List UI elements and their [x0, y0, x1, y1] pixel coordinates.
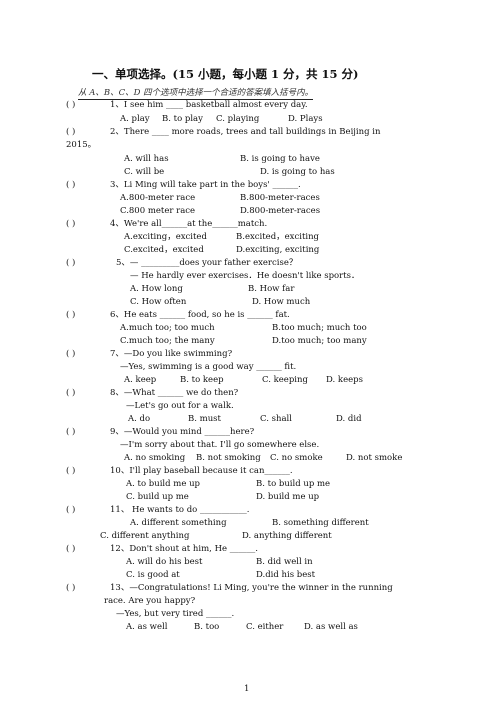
question-stem: 11、 He wants to do ___________. [110, 505, 250, 515]
answer-paren: ( ) [66, 505, 76, 515]
option-c: C. either [246, 622, 284, 632]
question-stem: 2、There ____ more roads, trees and tall … [110, 127, 381, 137]
option-b: B. did well in [256, 557, 313, 567]
answer-paren: ( ) [66, 100, 76, 110]
question-stem-cont: —Yes, swimming is a good way ______ fit. [120, 362, 297, 372]
option-d: D.did his best [256, 570, 316, 580]
option-c: C. shall [260, 414, 292, 424]
answer-paren: ( ) [66, 349, 76, 359]
answer-paren: ( ) [66, 583, 76, 593]
option-a: A. play [120, 114, 150, 124]
option-b: B. to play [162, 114, 203, 124]
option-a: A.much too; too much [120, 323, 215, 333]
question-stem-cont: —Yes, but very tired ______. [116, 609, 235, 619]
option-d: D. did [336, 414, 362, 424]
answer-paren: ( ) [66, 310, 76, 320]
question-stem: 9、—Would you mind ______here? [110, 427, 255, 437]
option-a: A. do [128, 414, 151, 424]
option-a: A. to build me up [126, 479, 200, 489]
option-b: B. too [194, 622, 220, 632]
option-b: B.800-meter-races [240, 193, 320, 203]
option-d: D.800-meter-races [240, 206, 321, 216]
option-a: A.800-meter race [120, 193, 196, 203]
option-d: D. not smoke [346, 453, 403, 463]
answer-paren: ( ) [66, 219, 76, 229]
question-stem: 6、He eats ______ food, so he is ______ f… [110, 310, 290, 320]
option-d: D.exciting, exciting [236, 245, 320, 255]
option-b: B. not smoking [196, 453, 261, 463]
option-c: C. no smoke [270, 453, 323, 463]
question-stem: 7、—Do you like swimming? [110, 349, 233, 359]
option-c: C.excited，excited [124, 245, 204, 255]
option-a: A. will do his best [126, 557, 203, 567]
option-d: D. build me up [256, 492, 320, 502]
answer-paren: ( ) [66, 180, 76, 190]
option-a: A. no smoking [124, 453, 186, 463]
option-a: A. How long [130, 284, 183, 294]
question-stem: 4、We're all______at the______match. [110, 219, 268, 229]
option-b: B. How far [248, 284, 295, 294]
option-a: A.exciting，excited [124, 232, 207, 242]
answer-paren: ( ) [66, 258, 76, 268]
option-c: C. is good at [126, 570, 180, 580]
question-stem: 10、I'll play baseball because it can____… [110, 466, 293, 476]
answer-paren: ( ) [66, 388, 76, 398]
instruction: 从 A、B、C、D 四个选项中选择一个合适的答案填入括号内。 [78, 88, 314, 100]
question-stem: 5、— _________does your father exercise？ [116, 258, 298, 268]
question-stem-cont: 2015。 [66, 140, 97, 150]
option-d: D. keeps [326, 375, 363, 385]
option-d: D. anything different [242, 531, 332, 541]
question-stem-cont: race. Are you happy? [104, 596, 196, 606]
option-a: A. as well [126, 622, 168, 632]
question-stem-cont: —I'm sorry about that. I'll go somewhere… [120, 440, 320, 450]
option-c: C.much too; the many [120, 336, 215, 346]
question-stem-cont: —Let's go out for a walk. [126, 401, 234, 411]
option-b: B. must [188, 414, 221, 424]
option-d: D. Plays [288, 114, 323, 124]
option-a: A. will has [124, 154, 169, 164]
option-c: C. different anything [100, 531, 190, 541]
option-c: C.800 meter race [120, 206, 196, 216]
answer-paren: ( ) [66, 127, 76, 137]
option-c: C. How often [130, 297, 187, 307]
option-b: B.excited，exciting [236, 232, 319, 242]
option-b: B.too much; much too [272, 323, 367, 333]
question-stem: 1、I see him ____ basketball almost every… [110, 100, 308, 110]
option-c: C. will be [124, 167, 165, 177]
answer-paren: ( ) [66, 427, 76, 437]
option-d: D.too much; too many [272, 336, 367, 346]
option-c: C. keeping [262, 375, 308, 385]
section-title: 一、单项选择。(15 小题，每小题 1 分，共 15 分) [92, 67, 359, 81]
option-c: C. build up me [126, 492, 189, 502]
option-d: D. is going to has [260, 167, 335, 177]
option-d: D. How much [252, 297, 311, 307]
question-stem: 12、Don't shout at him, He ______. [110, 544, 258, 554]
page-number: 1 [244, 684, 250, 694]
answer-paren: ( ) [66, 466, 76, 476]
option-b: B. is going to have [240, 154, 320, 164]
option-a: A. different something [130, 518, 227, 528]
question-stem: 8、—What ______ we do then? [110, 388, 239, 398]
option-b: B. something different [272, 518, 369, 528]
option-a: A. keep [124, 375, 157, 385]
option-d: D. as well as [304, 622, 358, 632]
question-stem: 13、—Congratulations! Li Ming, you're the… [110, 583, 393, 593]
option-c: C. playing [216, 114, 260, 124]
question-stem: 3、Li Ming will take part in the boys' __… [110, 180, 301, 190]
answer-paren: ( ) [66, 544, 76, 554]
question-stem-cont: — He hardly ever exercises．He doesn't li… [130, 271, 360, 281]
option-b: B. to build up me [256, 479, 331, 489]
option-b: B. to keep [180, 375, 224, 385]
